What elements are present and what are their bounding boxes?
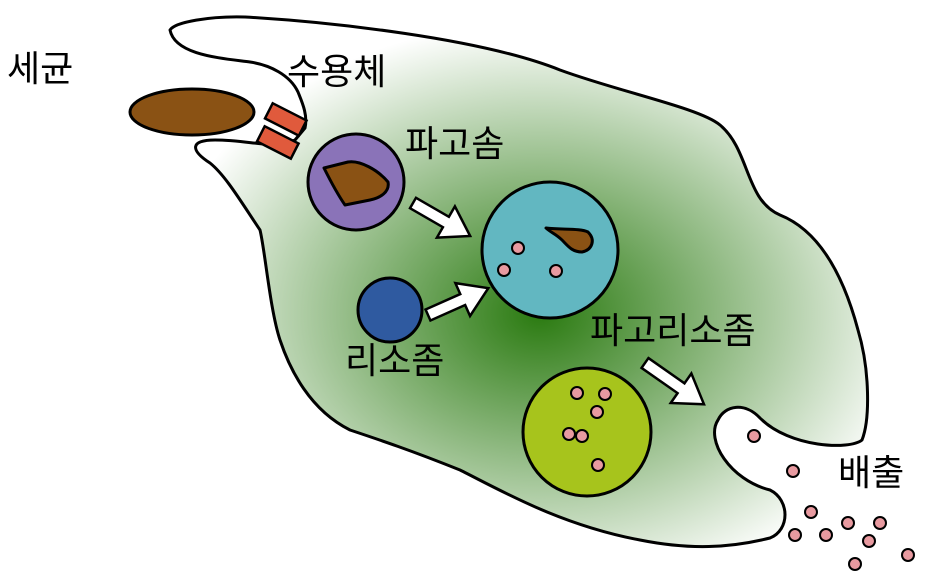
label-bacterium: 세균: [7, 49, 74, 90]
enzyme-dot: [549, 264, 563, 278]
enzyme-dot: [575, 429, 589, 443]
label-phagolysosome: 파고리소좀: [590, 311, 756, 352]
arrow-phagosome-to-phagolysosome: [408, 196, 473, 239]
enzyme-dot: [511, 241, 525, 255]
expelled-dot: [747, 429, 761, 443]
enzyme-dot: [497, 263, 511, 277]
arrow-lysosome-to-phagolysosome: [423, 281, 491, 323]
phagolysosome-bacterium-fragment: [544, 226, 594, 254]
receptor-lower: [255, 124, 301, 161]
label-receptor: 수용체: [287, 52, 387, 93]
enzyme-dot: [570, 386, 584, 400]
expelled-dot: [873, 516, 887, 530]
expelled-dot: [819, 528, 833, 542]
enzyme-dot: [591, 458, 605, 472]
phagolysosome: [480, 180, 620, 320]
label-exocytosis: 배출: [838, 453, 905, 494]
expelled-dot: [848, 557, 862, 571]
expelled-dot: [804, 505, 818, 519]
expelled-dot: [901, 548, 915, 562]
bacterium: [128, 87, 256, 137]
label-lysosome: 리소좀: [345, 341, 445, 382]
expelled-dot: [841, 516, 855, 530]
enzyme-dot: [590, 405, 604, 419]
enzyme-dot: [562, 427, 576, 441]
receptor-upper: [263, 101, 309, 138]
expelled-dot: [862, 534, 876, 548]
arrow-to-exocytosis: [639, 356, 706, 406]
enzyme-dot: [598, 387, 612, 401]
expelled-dot: [788, 528, 802, 542]
label-phagosome: 파고솜: [405, 124, 505, 165]
expelled-dot: [786, 464, 800, 478]
lysosome: [356, 276, 424, 344]
phagosome-bacterium-fragment: [322, 160, 390, 207]
